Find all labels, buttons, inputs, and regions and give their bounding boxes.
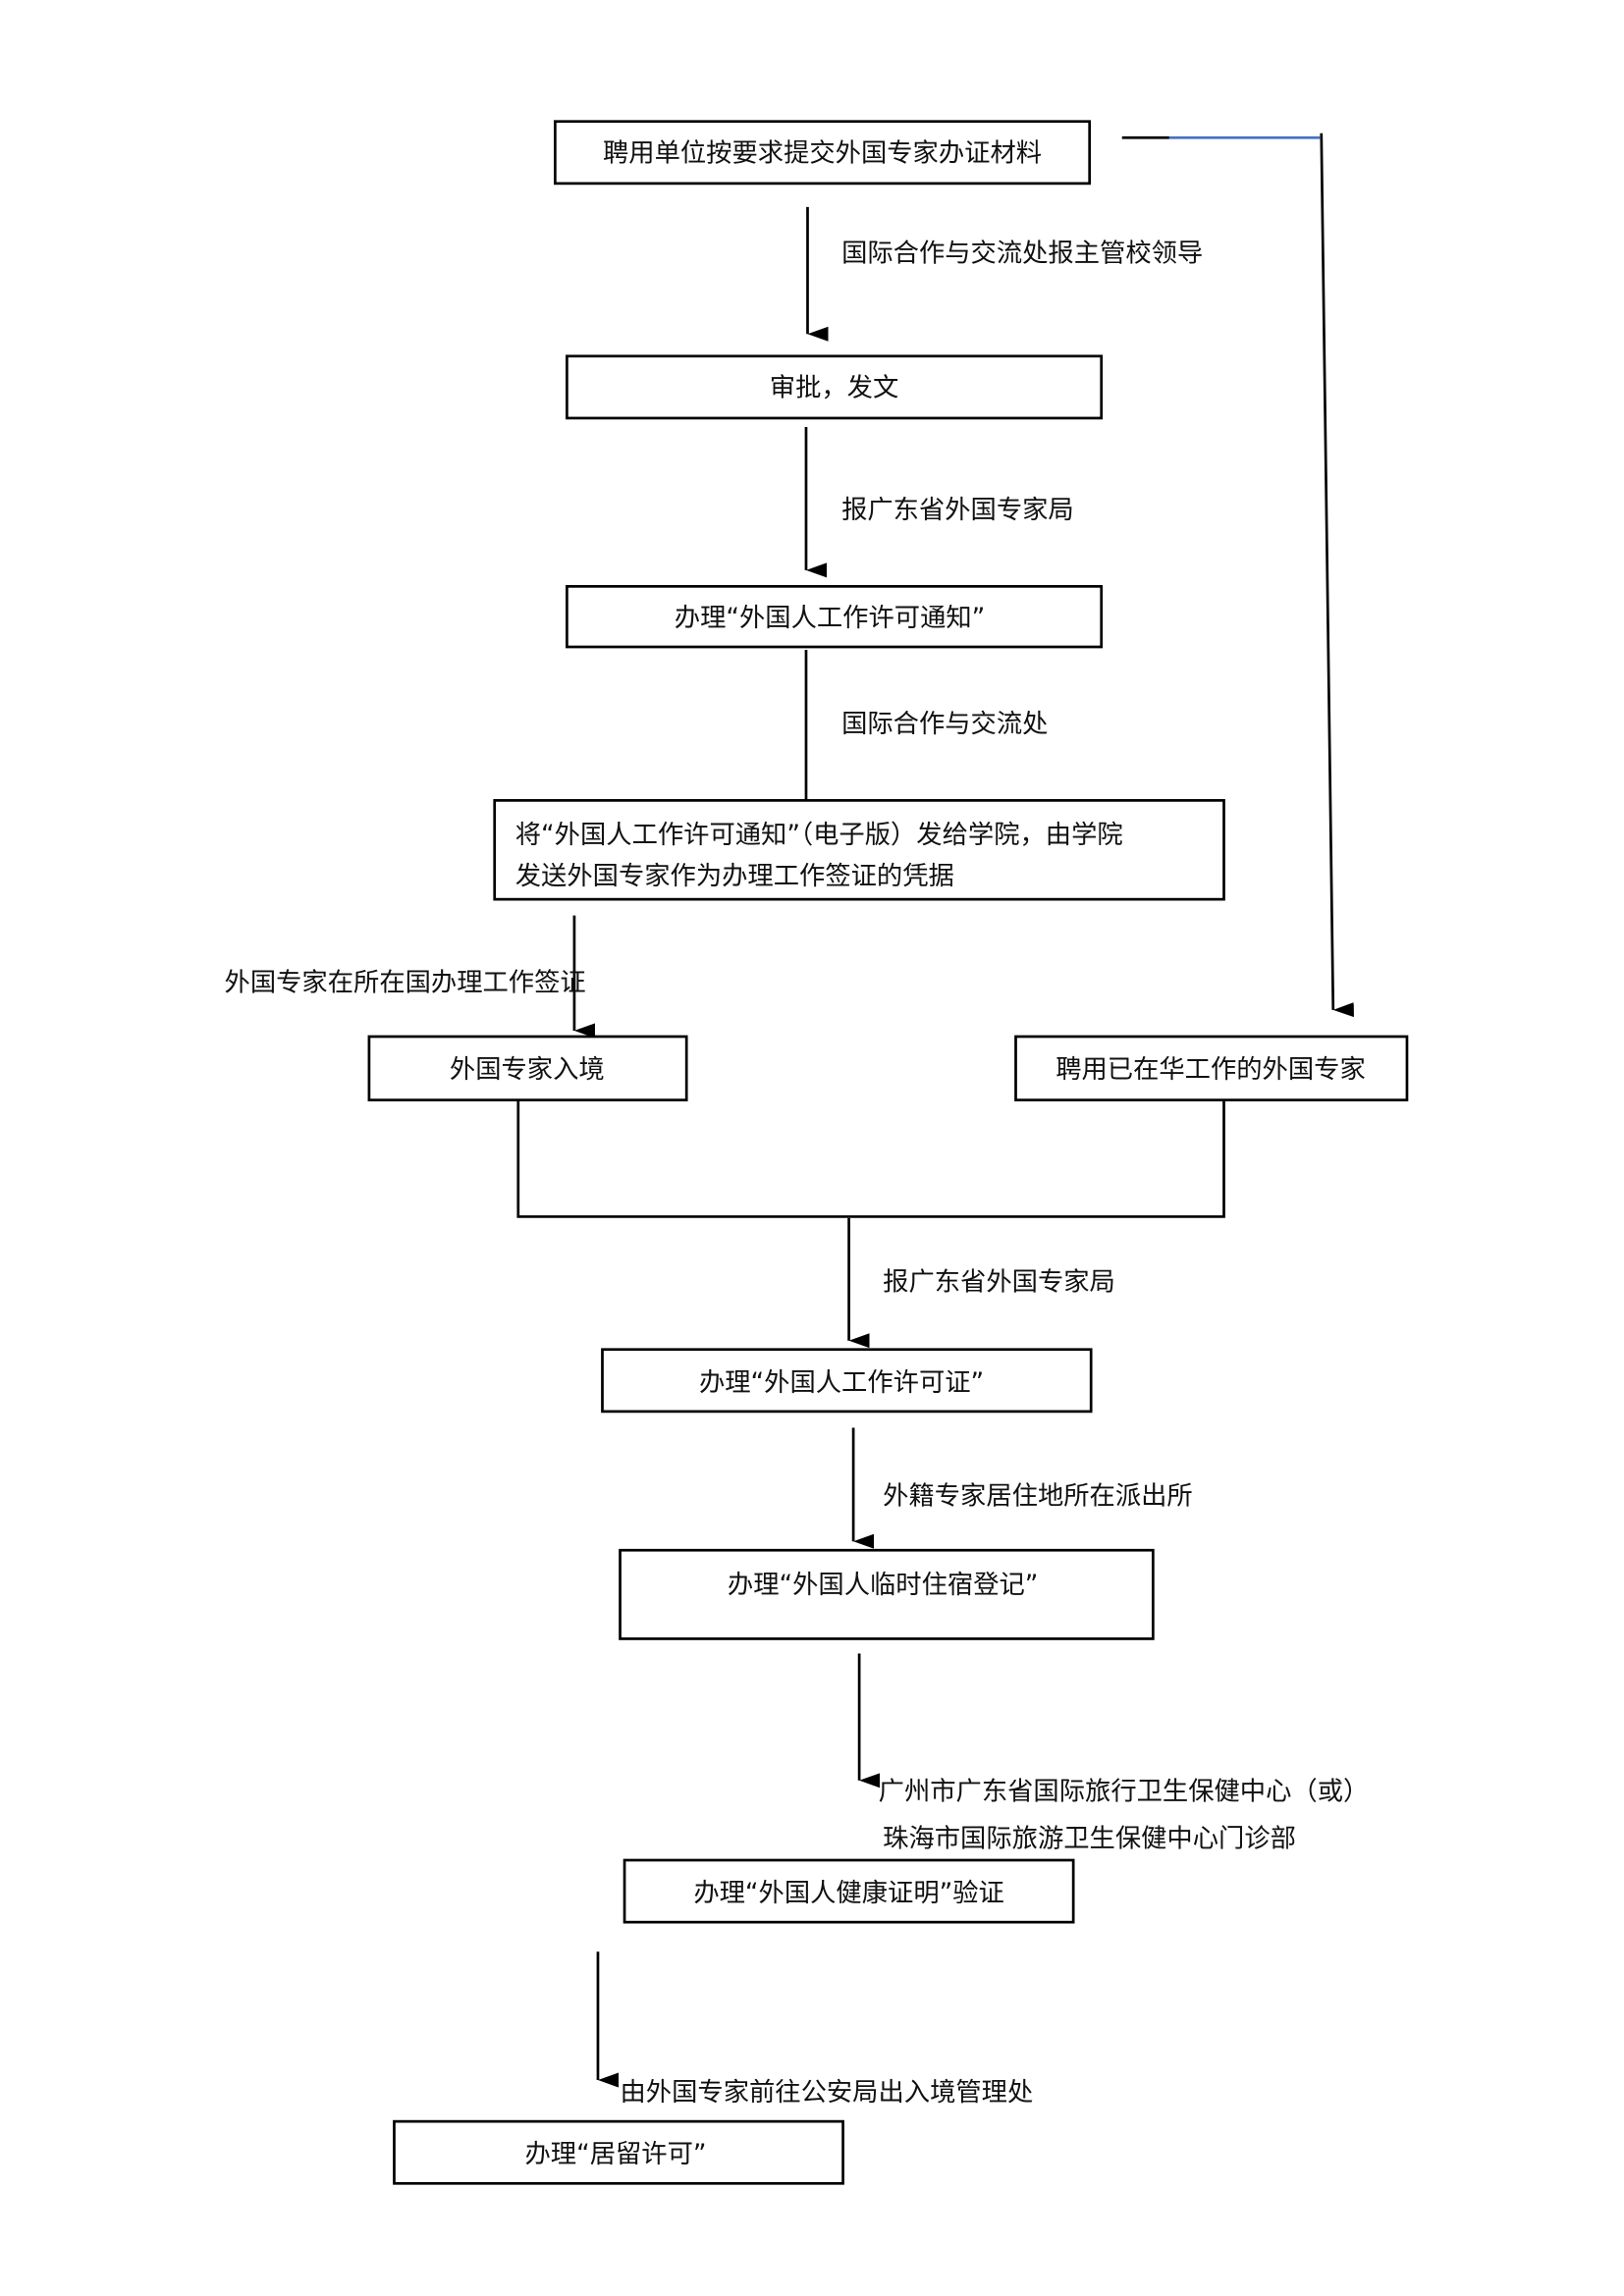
- arrow-label: 国际合作与交流处: [841, 710, 1048, 739]
- step-text: 办理“外国人健康证明”验证: [693, 1879, 1004, 1908]
- step-expert-entry: [367, 1035, 688, 1101]
- merge-connector: [516, 1099, 1225, 1218]
- step-work-permit: [601, 1348, 1093, 1414]
- arrow-label: 由外国专家前往公安局出入境管理处: [621, 2078, 1034, 2108]
- step-text: 将“外国人工作许可通知”（电子版）发给学院，由学院: [515, 821, 1123, 850]
- step-text: 外国专家入境: [450, 1055, 605, 1085]
- step-text: 发送外国专家作为办理工作签证的凭据: [515, 862, 954, 891]
- arrow-label: 报广东省外国专家局: [883, 1268, 1115, 1298]
- step-text: 办理“外国人临时住宿登记”: [728, 1571, 1039, 1600]
- step-text: 办理“外国人工作许可通知”: [675, 604, 986, 633]
- arrow-label: 外籍专家居住地所在派出所: [883, 1482, 1193, 1512]
- step-health-certificate: [623, 1858, 1075, 1924]
- step-approval: [566, 354, 1104, 420]
- bypass-arrow: [1320, 133, 1354, 1018]
- step-submit-materials: [554, 120, 1092, 186]
- step-hire-in-china: [1014, 1035, 1409, 1101]
- arrow-label: 国际合作与交流处报主管校领导: [841, 240, 1203, 269]
- step-residence-permit: [393, 2119, 844, 2185]
- step-text: 办理“居留许可”: [525, 2140, 707, 2169]
- step-work-permit-notice: [566, 585, 1104, 649]
- arrow-label: 报广东省外国专家局: [841, 496, 1074, 525]
- arrow-label: 珠海市国际旅游卫生保健中心门诊部: [883, 1824, 1296, 1853]
- step-text: 审批，发文: [770, 373, 898, 402]
- step-temp-residence-registration: [619, 1548, 1155, 1640]
- arrow-label: 广州市广东省国际旅行卫生保健中心（或）: [879, 1777, 1370, 1806]
- step-text: 聘用已在华工作的外国专家: [1056, 1055, 1366, 1085]
- step-text: 办理“外国人工作许可证”: [699, 1368, 984, 1398]
- step-send-notice: [493, 799, 1225, 901]
- step-text: 聘用单位按要求提交外国专家办证材料: [603, 138, 1042, 168]
- arrow-label: 外国专家在所在国办理工作签证: [225, 968, 586, 997]
